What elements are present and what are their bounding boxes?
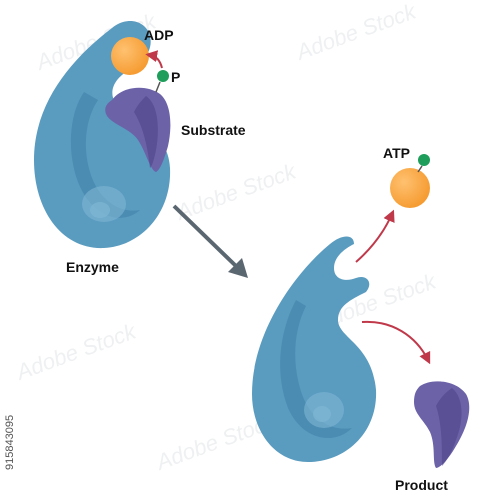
phosphate-bond [155, 81, 161, 93]
product-arrow [361, 320, 431, 365]
atp-release-arrow [355, 209, 395, 263]
enzyme-shape [252, 236, 377, 462]
enzyme-substrate-complex: ADP P Substrate Enzyme [34, 21, 246, 275]
enzyme-highlight-small [90, 202, 110, 218]
phosphate-transfer-arrow [145, 50, 163, 69]
adp-molecule [111, 37, 149, 75]
phosphate-molecule [418, 154, 430, 166]
atp-label: ATP [383, 145, 410, 161]
enzyme-label: Enzyme [66, 259, 119, 275]
enzyme-shape [34, 21, 171, 249]
watermark-text: Adobe Stock [291, 0, 420, 65]
atp-released: ATP [355, 145, 430, 263]
substrate-shading [134, 96, 158, 168]
stock-id: 915843095 [4, 415, 16, 470]
phosphate-molecule [157, 70, 169, 82]
enzyme-highlight-small [313, 406, 331, 422]
phosphate-label: P [171, 69, 180, 85]
watermark-text: Adobe Stock [11, 318, 140, 385]
enzyme-shading [70, 92, 140, 218]
phosphate-bond [417, 165, 423, 173]
adp-label: ADP [144, 27, 174, 43]
enzyme-shading [280, 300, 352, 439]
product-shading [436, 388, 462, 466]
free-enzyme [252, 236, 377, 462]
watermark-text: Adobe Stock [171, 158, 300, 225]
product-released: Product [361, 320, 470, 493]
process-arrow [172, 204, 248, 278]
product-label: Product [395, 477, 448, 493]
substrate-label: Substrate [181, 122, 246, 138]
atp-molecule [390, 168, 430, 208]
